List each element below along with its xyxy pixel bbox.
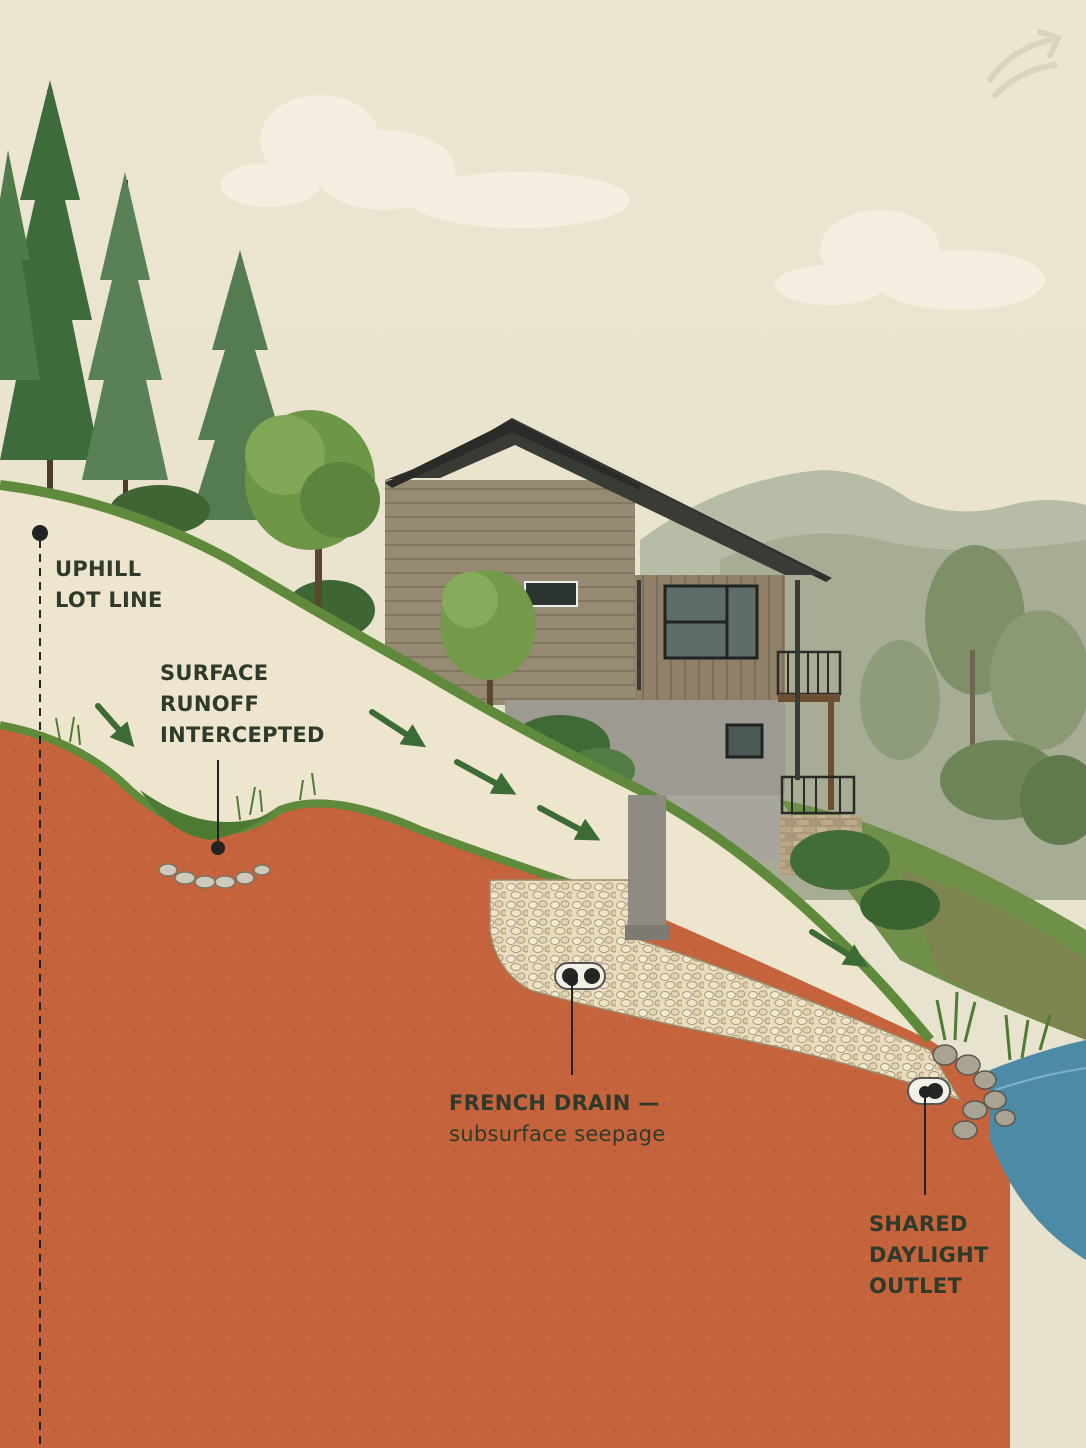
- runoff-label-line-1: SURFACE: [160, 658, 325, 689]
- french-drain-label: FRENCH DRAIN — subsurface seepage: [449, 1088, 666, 1150]
- runoff-label-line-3: INTERCEPTED: [160, 720, 325, 751]
- daylight-outlet-label: SHARED DAYLIGHT OUTLET: [869, 1209, 989, 1302]
- outlet-label-line-2: DAYLIGHT: [869, 1240, 989, 1271]
- uphill-label-line-1: UPHILL: [55, 554, 163, 585]
- runoff-label-line-2: RUNOFF: [160, 689, 325, 720]
- french-drain-label-line-2: subsurface seepage: [449, 1119, 666, 1150]
- foundation-footing: [628, 795, 666, 940]
- surface-runoff-label: SURFACE RUNOFF INTERCEPTED: [160, 658, 325, 751]
- outlet-label-line-3: OUTLET: [869, 1271, 989, 1302]
- uphill-label-line-2: LOT LINE: [55, 585, 163, 616]
- french-drain-label-line-1: FRENCH DRAIN —: [449, 1088, 666, 1119]
- drain-pipe-icon: [555, 963, 605, 989]
- outlet-label-line-1: SHARED: [869, 1209, 989, 1240]
- uphill-lot-line-label: UPHILL LOT LINE: [55, 554, 163, 616]
